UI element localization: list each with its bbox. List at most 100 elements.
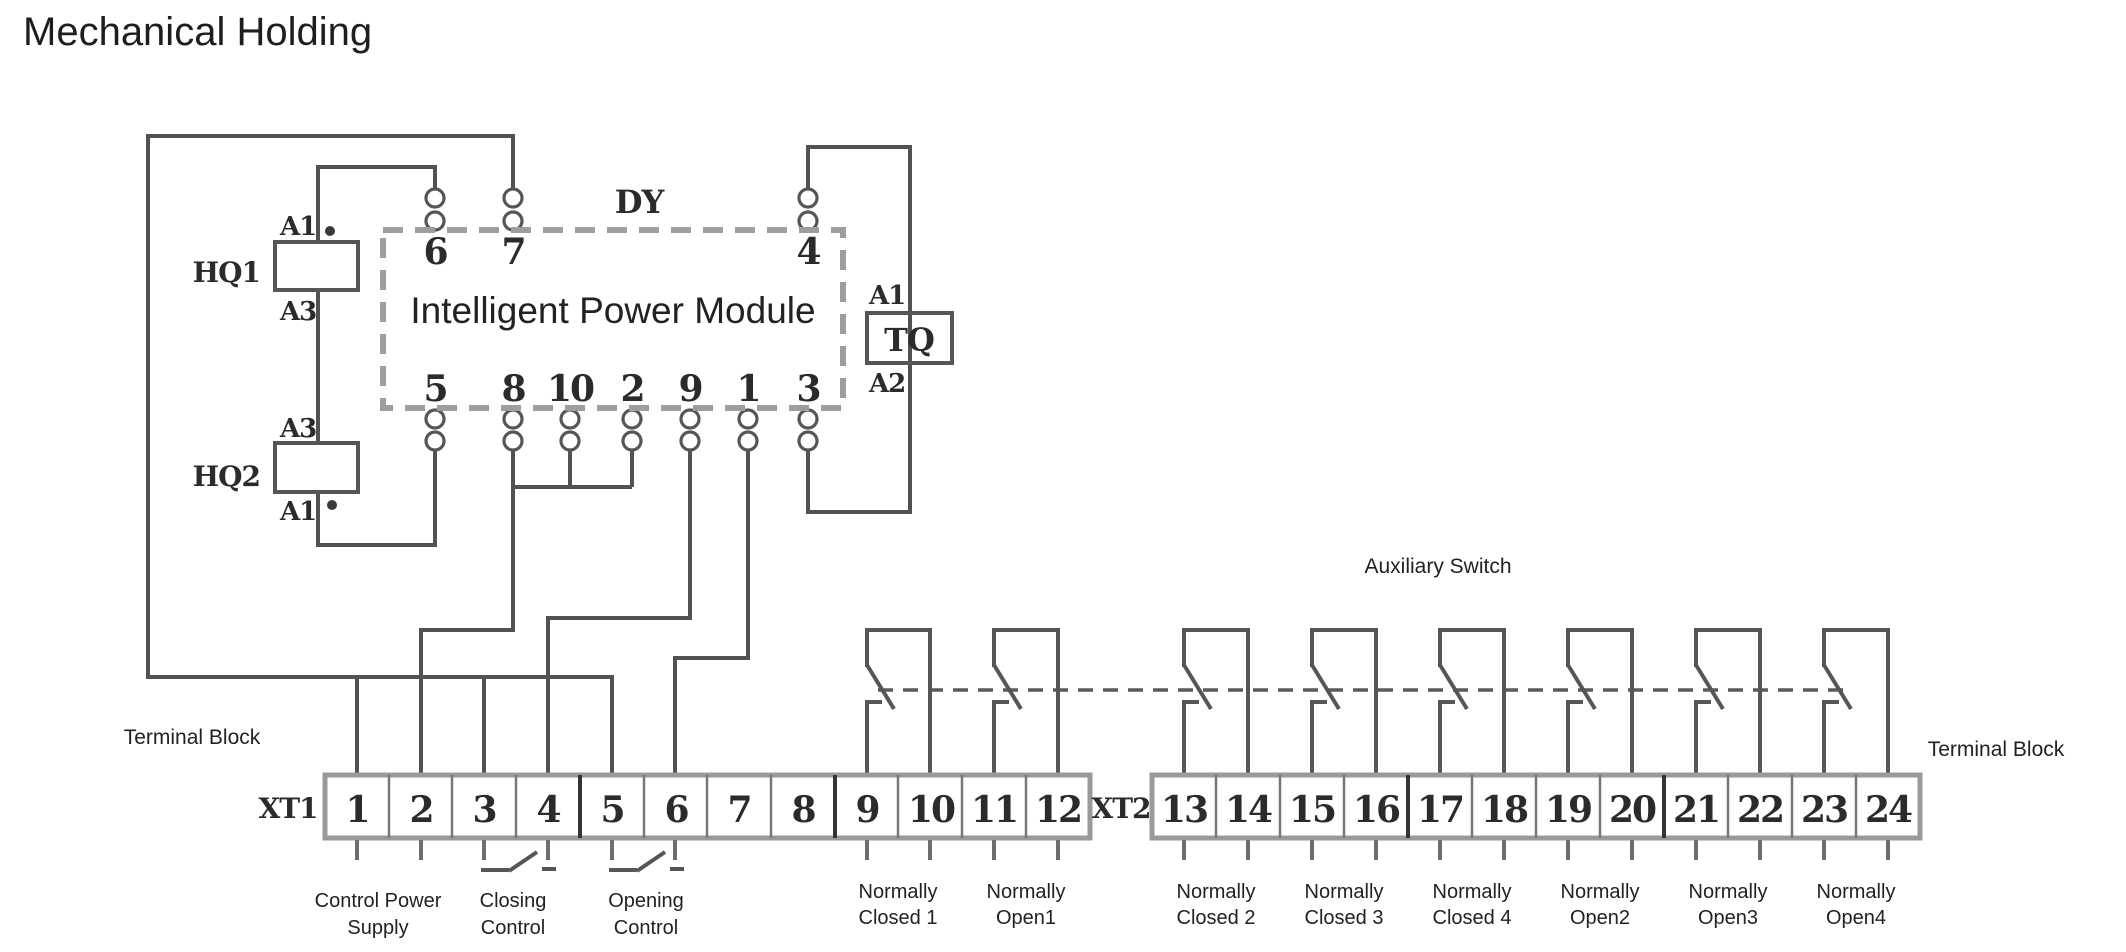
fn-control-power-2: Supply: [347, 917, 408, 939]
terminal-4: 4: [536, 789, 560, 831]
hq1-label: HQ1: [193, 256, 260, 289]
fn-nc1-1: Normally: [859, 881, 938, 903]
xt2-terminal-numbers: 13 14 15 16 17 18 19 20 21 22 23 24: [1161, 789, 1914, 831]
terminal-15: 15: [1289, 789, 1335, 831]
pin-label-3: 3: [796, 368, 819, 410]
pin10-pin2-tie-wire: [513, 450, 634, 489]
module-pin-numbers: 6 7 4 5 8 10 2 9 1 3: [423, 231, 822, 410]
fn-control-power-1: Control Power: [315, 890, 442, 912]
terminal-19: 19: [1545, 789, 1591, 831]
hq1-terminal-a1: A1: [279, 212, 316, 242]
fn-nc3-1: Normally: [1305, 881, 1384, 903]
aux-contact-21-22: [1694, 628, 1762, 773]
fn-opening-1: Opening: [608, 890, 684, 912]
module-tag-dy: DY: [615, 183, 666, 221]
pin-label-8: 8: [501, 368, 525, 410]
terminal-9: 9: [855, 789, 878, 831]
pin-label-6: 6: [423, 231, 447, 273]
hq2-pin5-wire: [316, 450, 437, 547]
fn-nc4-2: Closed 4: [1433, 907, 1512, 929]
fn-no4-1: Normally: [1817, 881, 1896, 903]
terminal-6: 6: [664, 789, 688, 831]
tq-coil-box: [865, 311, 954, 365]
terminal-block-label-right: Terminal Block: [1928, 738, 2065, 761]
terminal-7: 7: [727, 789, 750, 831]
hq2-label: HQ2: [193, 460, 260, 493]
auxiliary-switch-label: Auxiliary Switch: [1364, 555, 1511, 578]
intelligent-power-module-box: [380, 227, 846, 411]
fn-closing-1: Closing: [480, 890, 547, 912]
pin-label-4: 4: [796, 231, 820, 273]
fn-no1-1: Normally: [987, 881, 1066, 903]
aux-contact-19-20: [1566, 628, 1634, 773]
pin8-terminal2-wire: [419, 450, 515, 773]
fn-nc2-1: Normally: [1177, 881, 1256, 903]
terminal-18: 18: [1481, 789, 1528, 831]
pin9-terminal4-wire: [546, 450, 692, 773]
aux-contact-11-12: [992, 628, 1060, 773]
aux-contact-17-18: [1438, 628, 1506, 773]
function-labels: Control Power Supply Closing Control Ope…: [315, 881, 1896, 939]
terminal-14: 14: [1225, 789, 1272, 831]
terminal-16: 16: [1353, 789, 1400, 831]
fn-no3-1: Normally: [1689, 881, 1768, 903]
hq1-terminal-a3: A3: [279, 297, 316, 327]
terminal-block-xt2: [1149, 772, 1923, 841]
hq2-terminal-a1: A1: [279, 497, 316, 527]
terminal-block-xt1: [322, 772, 1093, 841]
tq-terminal-a1: A1: [868, 281, 905, 311]
pin-label-9: 9: [678, 368, 701, 410]
aux-contact-9-10: [865, 628, 932, 773]
tq-label: TQ: [884, 321, 934, 359]
fn-nc1-2: Closed 1: [859, 907, 938, 929]
terminal-22: 22: [1737, 789, 1783, 831]
auxiliary-switch-contacts: [865, 628, 1890, 773]
terminal-8: 8: [791, 789, 815, 831]
pin3-tq-pin4-wire: [806, 145, 912, 514]
pin-label-5: 5: [423, 368, 446, 410]
terminal-20: 20: [1609, 789, 1656, 831]
xt1-terminal-numbers: 1 2 3 4 5 6 7 8 9 10 11 12: [345, 789, 1083, 831]
fn-no3-2: Open3: [1698, 907, 1758, 929]
hq1-coil-box: [273, 240, 360, 292]
terminal-23: 23: [1801, 789, 1847, 831]
fn-no2-1: Normally: [1561, 881, 1640, 903]
terminal-bottom-stubs: [355, 840, 1890, 860]
xt2-tag: XT2: [1091, 792, 1150, 825]
fn-opening-2: Control: [614, 917, 678, 939]
terminal-1: 1: [345, 789, 368, 831]
opening-control-switch-symbol: [609, 850, 684, 873]
terminal-13: 13: [1161, 789, 1207, 831]
terminal-17: 17: [1417, 789, 1463, 831]
terminal-21: 21: [1673, 789, 1719, 831]
aux-contact-23-24: [1822, 628, 1890, 773]
tq-terminal-a2: A2: [868, 369, 905, 399]
pin1-terminal6-wire: [673, 450, 750, 773]
power-bus-wire: [146, 134, 614, 773]
fn-nc3-2: Closed 3: [1305, 907, 1384, 929]
xt1-tag: XT1: [258, 792, 317, 825]
pin-label-7: 7: [501, 231, 524, 273]
page-title: Mechanical Holding: [23, 10, 373, 54]
terminal-2: 2: [409, 789, 432, 831]
terminal-block-label-left: Terminal Block: [124, 726, 261, 749]
hq1-polarity-dot: [325, 226, 335, 236]
module-name: Intelligent Power Module: [410, 290, 815, 331]
xt2-separators: [1214, 775, 1858, 838]
wires-group: [146, 134, 912, 773]
terminal-11: 11: [971, 789, 1017, 831]
pin-label-2: 2: [620, 368, 643, 410]
fn-no4-2: Open4: [1826, 907, 1886, 929]
fn-closing-2: Control: [481, 917, 545, 939]
fn-nc4-1: Normally: [1433, 881, 1512, 903]
module-connector-circles: [424, 187, 819, 452]
hq2-polarity-dot: [327, 500, 337, 510]
pin6-hq1-wire: [316, 165, 437, 242]
pin-label-10: 10: [547, 368, 594, 410]
fn-no1-2: Open1: [996, 907, 1056, 929]
terminal-5: 5: [600, 789, 623, 831]
xt1-separators: [387, 775, 1028, 838]
terminal-24: 24: [1865, 789, 1912, 831]
